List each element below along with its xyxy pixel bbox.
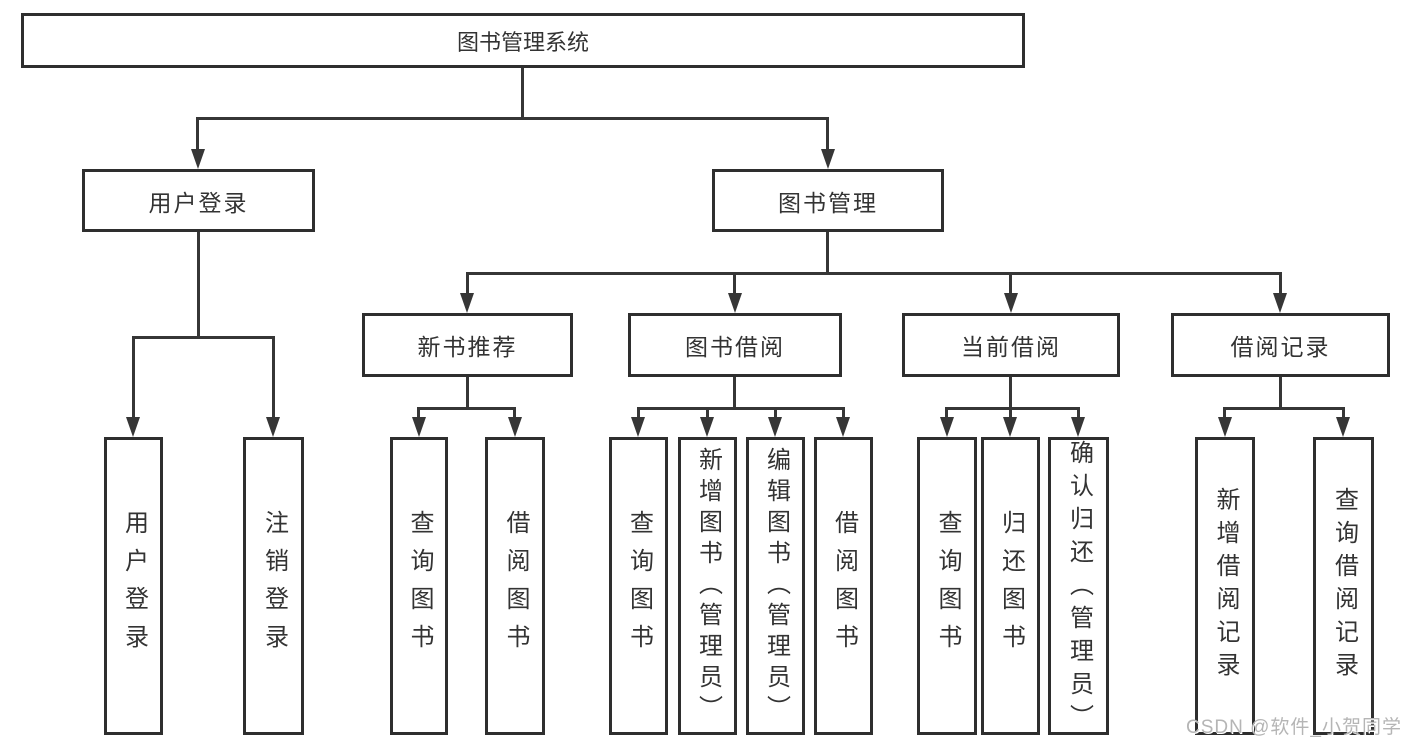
- csdn-watermark: CSDN @软件_小贺同学: [1186, 717, 1402, 738]
- arrowhead-icon: [1003, 417, 1017, 437]
- node-book-borrowing: 图书借阅: [628, 313, 842, 377]
- arrowhead-icon: [266, 417, 280, 437]
- arrowhead-icon: [728, 293, 742, 313]
- connector-line: [1009, 407, 1012, 417]
- node-label: 确认归还（管理员）: [1065, 440, 1093, 737]
- connector-line: [466, 377, 469, 407]
- arrowhead-icon: [768, 417, 782, 437]
- leaf-query-books-current: 查询图书: [917, 437, 977, 735]
- arrowhead-icon: [1071, 417, 1085, 437]
- node-library-management-system: 图书管理系统: [21, 13, 1025, 68]
- connector-line: [466, 272, 469, 293]
- leaf-user-login: 用户登录: [104, 437, 163, 735]
- connector-line: [196, 117, 199, 149]
- connector-line: [197, 232, 200, 336]
- arrowhead-icon: [700, 417, 714, 437]
- leaf-add-books-admin: 新增图书（管理员）: [678, 437, 737, 735]
- leaf-query-books-borrowing: 查询图书: [609, 437, 668, 735]
- node-label: 图书管理: [778, 189, 878, 216]
- connector-line: [706, 407, 709, 417]
- leaf-query-borrow-record: 查询借阅记录: [1313, 437, 1374, 735]
- connector-line: [637, 407, 640, 417]
- node-label: 新增借阅记录: [1212, 487, 1239, 685]
- arrowhead-icon: [460, 293, 474, 313]
- leaf-confirm-return-admin: 确认归还（管理员）: [1048, 437, 1109, 737]
- connector-line: [1223, 407, 1345, 410]
- connector-line: [1077, 407, 1080, 417]
- node-new-book-recommend: 新书推荐: [362, 313, 573, 377]
- arrowhead-icon: [836, 417, 850, 437]
- node-label: 新增图书（管理员）: [694, 446, 722, 726]
- arrowhead-icon: [821, 149, 835, 169]
- arrowhead-icon: [412, 417, 426, 437]
- node-label: 借阅图书: [830, 510, 858, 662]
- connector-line: [196, 117, 829, 120]
- node-label: 查询图书: [625, 510, 653, 662]
- arrowhead-icon: [508, 417, 522, 437]
- node-current-borrowing: 当前借阅: [902, 313, 1120, 377]
- connector-line: [1009, 272, 1012, 293]
- node-label: 注销登录: [260, 510, 288, 662]
- connector-line: [1009, 377, 1012, 407]
- node-label: 归还图书: [997, 510, 1025, 662]
- connector-line: [417, 407, 420, 417]
- leaf-borrow-books-recommend: 借阅图书: [485, 437, 545, 735]
- arrowhead-icon: [191, 149, 205, 169]
- node-user-login: 用户登录: [82, 169, 315, 232]
- leaf-query-books-recommend: 查询图书: [390, 437, 448, 735]
- node-label: 用户登录: [148, 189, 249, 216]
- connector-line: [733, 272, 736, 293]
- connector-line: [272, 336, 275, 417]
- connector-line: [521, 68, 524, 117]
- connector-line: [1279, 272, 1282, 293]
- connector-line: [774, 407, 777, 417]
- node-label: 查询图书: [406, 510, 433, 662]
- connector-line: [826, 232, 829, 272]
- connector-line: [513, 407, 516, 417]
- arrowhead-icon: [1218, 417, 1232, 437]
- node-label: 图书管理系统: [456, 29, 589, 55]
- node-label: 编辑图书（管理员）: [762, 446, 790, 726]
- connector-line: [733, 377, 736, 407]
- node-label: 用户登录: [120, 510, 148, 662]
- connector-line: [842, 407, 845, 417]
- connector-line: [1279, 377, 1282, 407]
- arrowhead-icon: [1273, 293, 1287, 313]
- arrowhead-icon: [940, 417, 954, 437]
- arrowhead-icon: [1336, 417, 1350, 437]
- node-book-management: 图书管理: [712, 169, 944, 232]
- connector-line: [826, 117, 829, 149]
- leaf-return-books: 归还图书: [981, 437, 1040, 735]
- connector-line: [132, 336, 135, 417]
- node-label: 查询图书: [934, 510, 961, 662]
- connector-line: [417, 407, 516, 410]
- node-label: 查询借阅记录: [1330, 487, 1358, 685]
- leaf-logout: 注销登录: [243, 437, 304, 735]
- connector-line: [1342, 407, 1345, 417]
- connector-line: [945, 407, 1080, 410]
- node-label: 图书借阅: [685, 334, 785, 360]
- arrowhead-icon: [631, 417, 645, 437]
- node-label: 借阅记录: [1230, 334, 1331, 360]
- connector-line: [1223, 407, 1226, 417]
- leaf-borrow-books-borrowing: 借阅图书: [814, 437, 873, 735]
- connector-line: [466, 272, 1282, 275]
- node-label: 新书推荐: [417, 334, 518, 360]
- node-label: 借阅图书: [502, 510, 529, 662]
- leaf-edit-books-admin: 编辑图书（管理员）: [746, 437, 805, 735]
- node-label: 当前借阅: [961, 334, 1061, 360]
- node-borrowing-records: 借阅记录: [1171, 313, 1390, 377]
- arrowhead-icon: [1004, 293, 1018, 313]
- connector-line: [132, 336, 275, 339]
- connector-line: [637, 407, 845, 410]
- connector-line: [945, 407, 948, 417]
- arrowhead-icon: [126, 417, 140, 437]
- leaf-add-borrow-record: 新增借阅记录: [1195, 437, 1255, 735]
